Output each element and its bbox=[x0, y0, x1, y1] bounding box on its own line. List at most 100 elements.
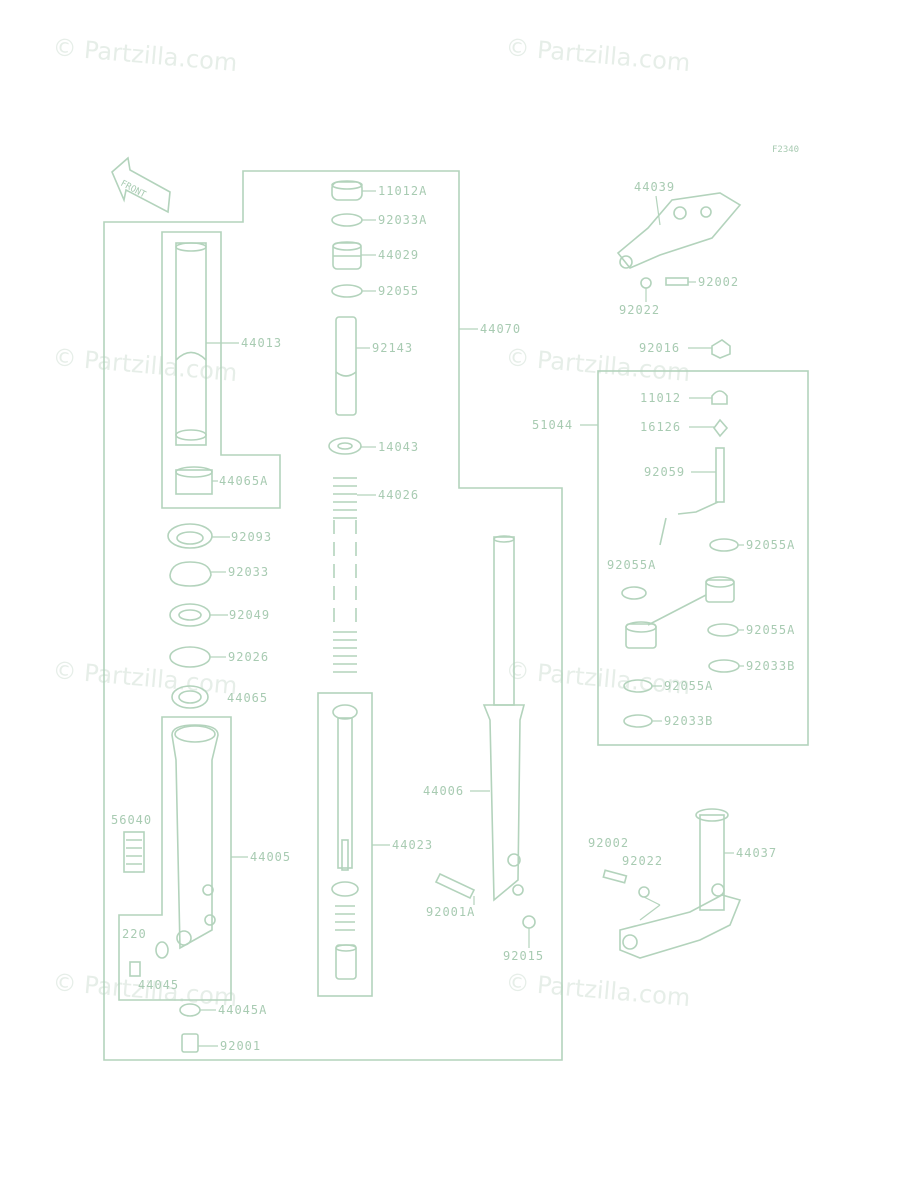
part-labels: 11012A 92033A 44029 92055 44070 92143 44… bbox=[111, 180, 795, 1053]
label-sticker-56040 bbox=[123, 831, 145, 873]
oring-92055 bbox=[331, 284, 363, 298]
part-label: 92015 bbox=[503, 949, 544, 963]
part-label: 92055A bbox=[746, 538, 795, 552]
bushing-44065a bbox=[175, 466, 213, 495]
part-label: 92143 bbox=[372, 341, 413, 355]
spring-seat-14043 bbox=[328, 437, 362, 455]
part-label: 92055A bbox=[664, 679, 713, 693]
leader bbox=[659, 517, 667, 546]
part-label: 44037 bbox=[736, 846, 777, 860]
part-label: 11012A bbox=[378, 184, 427, 198]
part-label: 92016 bbox=[639, 341, 680, 355]
bolt-92002-bottom bbox=[602, 869, 628, 884]
part-label: 16126 bbox=[640, 420, 681, 434]
spring-44026 bbox=[333, 477, 357, 673]
part-label: 56040 bbox=[111, 813, 152, 827]
part-label: 92093 bbox=[231, 530, 272, 544]
part-label: 44065 bbox=[227, 691, 268, 705]
bolt-92001 bbox=[181, 1033, 199, 1053]
part-label: 92055A bbox=[746, 623, 795, 637]
part-label: 92002 bbox=[698, 275, 739, 289]
part-label: 92059 bbox=[644, 465, 685, 479]
washer-92026 bbox=[169, 646, 211, 668]
watermark: © Partzilla.com bbox=[51, 343, 238, 387]
washer-92022-top bbox=[640, 277, 652, 289]
inner-tube-44006 bbox=[482, 535, 526, 902]
bolt-220 bbox=[129, 961, 141, 977]
rebound-spring bbox=[335, 905, 355, 931]
lower-leg-box bbox=[118, 716, 232, 1001]
oring-92033b-1 bbox=[708, 659, 740, 673]
nut-16126 bbox=[713, 418, 729, 438]
circlip-92033 bbox=[169, 561, 212, 587]
part-label: 92033B bbox=[746, 659, 795, 673]
nut-92015 bbox=[522, 915, 536, 929]
part-label: 92001 bbox=[220, 1039, 261, 1053]
part-label: 14043 bbox=[378, 440, 419, 454]
part-label: 92033A bbox=[378, 213, 427, 227]
oring-92055a-3 bbox=[707, 623, 739, 637]
damper-rod-44023 bbox=[332, 704, 358, 871]
upper-bracket-44039 bbox=[616, 192, 742, 269]
part-label: 44065A bbox=[219, 474, 268, 488]
part-label: 44070 bbox=[480, 322, 521, 336]
axle-bolt-92001a bbox=[434, 872, 476, 900]
bushing-44065 bbox=[171, 685, 209, 709]
part-label: 44005 bbox=[250, 850, 291, 864]
front-arrow-icon: FRONT bbox=[111, 156, 171, 214]
leader-lines bbox=[198, 190, 744, 1047]
part-label: 92026 bbox=[228, 650, 269, 664]
part-label: 44013 bbox=[241, 336, 282, 350]
bolt-92002-top bbox=[665, 277, 689, 286]
dust-seal-92093 bbox=[167, 523, 213, 549]
part-label: 44045A bbox=[218, 1003, 267, 1017]
part-label: 44029 bbox=[378, 248, 419, 262]
part-label: 44006 bbox=[423, 784, 464, 798]
part-label: 92022 bbox=[619, 303, 660, 317]
figure-code: F2340 bbox=[772, 145, 799, 155]
oil-seal-92049 bbox=[169, 603, 211, 627]
part-label: 44026 bbox=[378, 488, 419, 502]
watermark: © Partzilla.com bbox=[51, 33, 238, 77]
washer-44045 bbox=[155, 941, 169, 959]
part-label: 44023 bbox=[392, 838, 433, 852]
part-label: 92033 bbox=[228, 565, 269, 579]
oring-92055a-2 bbox=[621, 586, 647, 600]
oring-92055a-1 bbox=[709, 538, 739, 552]
part-label: 92033B bbox=[664, 714, 713, 728]
watermark: © Partzilla.com bbox=[504, 968, 691, 1012]
fork-assembly-outline bbox=[103, 170, 563, 1061]
outer-tube-44013 bbox=[175, 242, 207, 446]
part-label: 92055 bbox=[378, 284, 419, 298]
collar-92143 bbox=[335, 316, 357, 416]
part-label: 92055A bbox=[607, 558, 656, 572]
part-label: 44045 bbox=[138, 978, 179, 992]
lower-leg-44005 bbox=[171, 724, 219, 950]
adjuster-rod-92059 bbox=[677, 447, 725, 515]
nut-92016 bbox=[711, 339, 731, 359]
fork-cap-11012a bbox=[331, 180, 363, 201]
part-label: 44039 bbox=[634, 180, 675, 194]
spring-seat-44029 bbox=[332, 241, 362, 270]
adjuster-body bbox=[625, 576, 735, 649]
ring bbox=[331, 881, 359, 897]
part-label: 92001A bbox=[426, 905, 475, 919]
part-label: 92049 bbox=[229, 608, 270, 622]
adjuster-kit-box bbox=[597, 370, 809, 746]
oring-92033a bbox=[331, 213, 363, 227]
outer-tube-box bbox=[161, 231, 281, 509]
part-label: 220 bbox=[122, 927, 147, 941]
watermark: © Partzilla.com bbox=[51, 656, 238, 700]
oil-lock-piece bbox=[335, 944, 357, 980]
washer-92022-bottom bbox=[638, 886, 650, 898]
part-label: 11012 bbox=[640, 391, 681, 405]
steering-stem-44037 bbox=[619, 808, 742, 959]
cap-11012 bbox=[711, 390, 728, 405]
part-label: 92002 bbox=[588, 836, 629, 850]
watermark: © Partzilla.com bbox=[504, 33, 691, 77]
oring-92033b-2 bbox=[623, 714, 653, 728]
part-label: 51044 bbox=[532, 418, 573, 432]
part-label: 92022 bbox=[622, 854, 663, 868]
